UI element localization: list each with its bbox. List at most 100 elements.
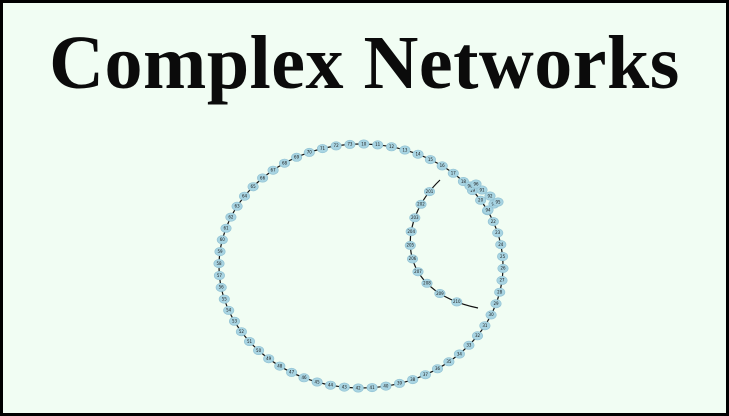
node-label: 51 [247,339,253,344]
ring-node: 53 [229,316,241,326]
node-label: 20 [478,198,484,203]
node-circle [494,287,506,297]
node-label: 55 [222,296,228,301]
ring-node: 13 [399,145,411,155]
node-label: 207 [414,269,422,274]
node-label: 19 [470,188,476,193]
node-label: 18 [461,179,467,184]
node-circle [372,140,384,150]
ring-node: 33 [463,340,475,350]
ring-node: 58 [213,259,225,269]
node-circle [484,191,496,201]
node-circle [470,179,482,189]
node-circle [485,310,497,320]
ring-node: 41 [366,383,378,393]
cluster-node: 91 [476,185,488,195]
node-circle [218,294,230,304]
node-label: 91 [479,187,485,192]
node-circle [497,263,509,273]
node-circle [492,197,504,207]
node-label: 52 [239,329,245,334]
node-circle [476,185,488,195]
ring-node: 69 [291,152,303,162]
node-label: 72 [334,143,340,148]
node-label: 204 [407,229,415,234]
chord-node: 205 [404,240,416,250]
node-label: 26 [500,266,506,271]
node-circle [214,247,226,257]
ring-node: 25 [497,252,509,262]
node-circle [330,141,342,151]
node-label: 60 [220,237,226,242]
node-circle [434,288,446,298]
chord-node: 206 [406,254,418,264]
ring-node: 16 [436,161,448,171]
ring-node: 38 [407,375,419,385]
node-label: 92 [487,193,493,198]
node-label: 202 [417,202,425,207]
node-label: 43 [342,384,348,389]
node-circle [451,297,463,307]
node-circle [495,240,507,250]
ring-node: 48 [274,361,286,371]
node-label: 11 [375,142,381,147]
node-circle [496,275,508,285]
ring-node: 43 [338,382,350,392]
node-label: 14 [415,152,421,157]
node-circle [424,155,436,165]
ring-node: 50 [253,345,265,355]
cluster-node: 95 [492,197,504,207]
node-circle [475,195,487,205]
ring-node: 68 [278,158,290,168]
node-label: 27 [499,278,505,283]
ring-node: 51 [244,336,256,346]
node-label: 42 [356,385,362,390]
node-circle [216,235,228,245]
node-label: 23 [495,230,501,235]
node-circle [393,378,405,388]
node-circle [436,161,448,171]
node-circle [497,252,509,262]
node-circle [244,336,256,346]
ring-node: 37 [419,370,431,380]
ring-node: 14 [412,149,424,159]
node-label: 68 [282,161,288,166]
node-circle [311,377,323,387]
node-circle [431,364,443,374]
node-label: 44 [328,383,334,388]
node-circle [443,357,455,367]
ring-node: 45 [311,377,323,387]
node-circle [235,327,247,337]
node-circle [447,168,459,178]
node-circle [229,316,241,326]
node-circle [338,382,350,392]
node-label: 62 [228,214,234,219]
node-circle [380,381,392,391]
ring-node: 72 [330,141,342,151]
node-label: 45 [315,379,321,384]
node-circle [278,158,290,168]
ring-node: 67 [267,165,279,175]
ring-node: 30 [485,310,497,320]
node-label: 61 [223,226,229,231]
node-label: 29 [493,301,499,306]
node-circle [239,191,251,201]
node-label: 206 [409,256,417,261]
ring-node: 40 [380,381,392,391]
node-label: 10 [361,141,367,146]
node-circle [366,383,378,393]
cluster-node: 92 [484,191,496,201]
node-label: 37 [423,372,429,377]
ring-node: 28 [494,287,506,297]
node-label: 39 [397,381,403,386]
node-circle [267,165,279,175]
node-label: 17 [451,171,457,176]
node-label: 16 [440,163,446,168]
ring-node: 62 [225,212,237,222]
node-circle [479,321,491,331]
node-label: 203 [411,215,419,220]
node-label: 94 [485,207,491,212]
ring-node: 42 [352,383,364,393]
